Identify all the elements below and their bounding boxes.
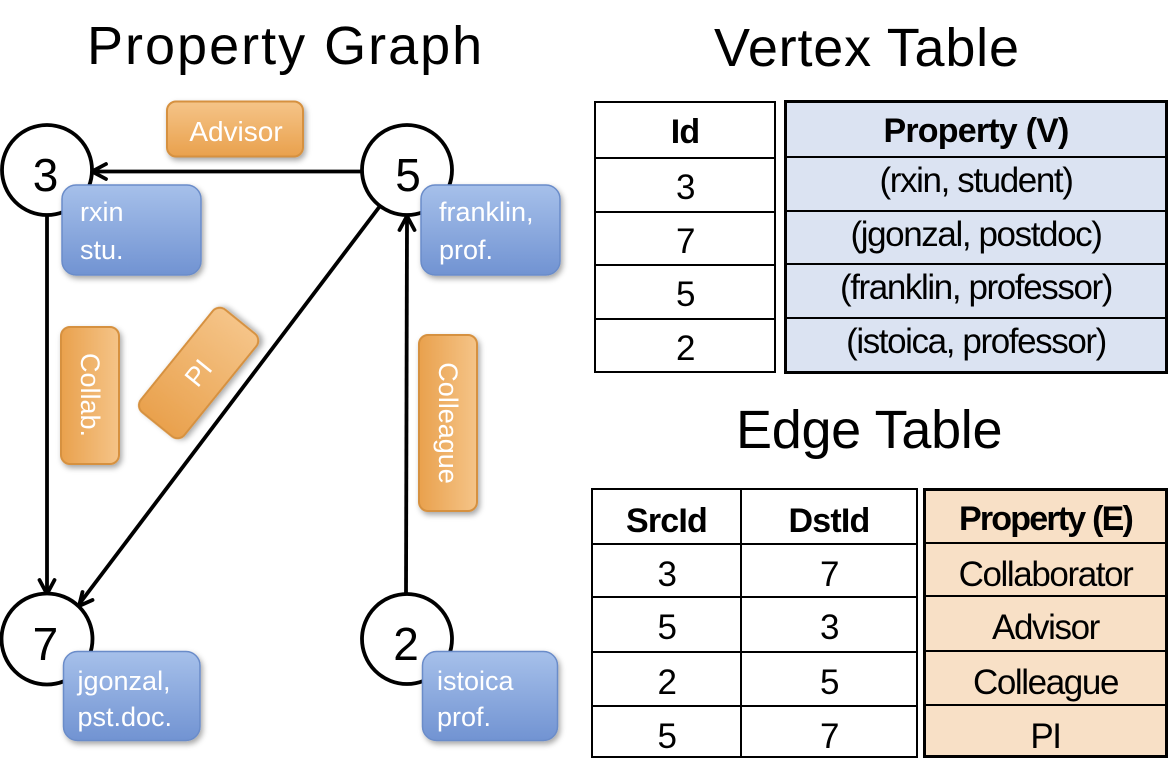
svg-text:franklin,: franklin, (439, 197, 534, 227)
svg-text:3: 3 (33, 149, 59, 201)
svg-text:Advisor: Advisor (189, 116, 282, 147)
svg-text:rxin: rxin (80, 197, 124, 227)
svg-text:2: 2 (393, 618, 419, 670)
svg-text:istoica: istoica (437, 666, 515, 696)
svg-text:5: 5 (395, 149, 421, 201)
svg-text:Collab.: Collab. (75, 353, 105, 437)
svg-text:stu.: stu. (80, 235, 124, 265)
svg-text:pst.doc.: pst.doc. (78, 702, 173, 732)
svg-text:prof.: prof. (439, 235, 493, 265)
svg-text:7: 7 (33, 618, 59, 670)
svg-text:jgonzal,: jgonzal, (77, 666, 171, 696)
svg-text:Colleague: Colleague (433, 362, 463, 484)
svg-text:prof.: prof. (437, 702, 491, 732)
